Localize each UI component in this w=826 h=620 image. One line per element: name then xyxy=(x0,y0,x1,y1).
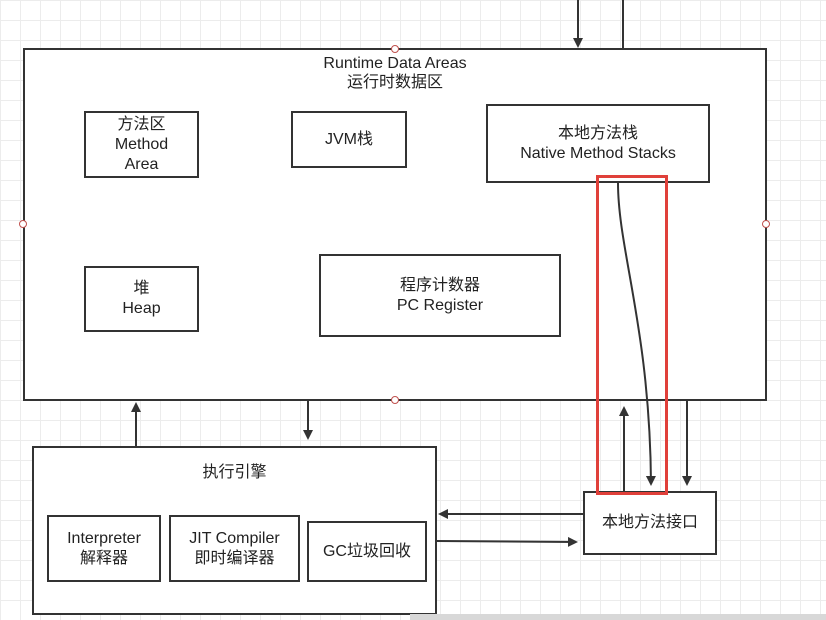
gc-box[interactable]: GC垃圾回收 xyxy=(307,521,427,582)
resize-handle-top[interactable] xyxy=(391,45,399,53)
native-method-interface-box[interactable]: 本地方法接口 xyxy=(583,491,717,555)
resize-handle-right[interactable] xyxy=(762,220,770,228)
jit-compiler-label-zh: 即时编译器 xyxy=(194,549,275,567)
method-area-label-zh: 方法区 xyxy=(117,115,166,133)
method-area-label-en-1: Method xyxy=(114,135,169,153)
jit-compiler-label-en: JIT Compiler xyxy=(189,529,280,547)
native-method-interface-label: 本地方法接口 xyxy=(601,514,698,531)
jvm-stack-label: JVM栈 xyxy=(324,130,373,148)
pc-register-label-en: PC Register xyxy=(396,296,484,314)
heap-label-zh: 堆 xyxy=(133,280,150,297)
interpreter-box[interactable]: Interpreter 解释器 xyxy=(47,515,161,582)
interpreter-label-zh: 解释器 xyxy=(79,549,128,567)
runtime-data-areas-title: Runtime Data Areas 运行时数据区 xyxy=(23,54,767,92)
pc-register-label-zh: 程序计数器 xyxy=(399,276,480,294)
resize-handle-left[interactable] xyxy=(19,220,27,228)
native-method-stacks-box[interactable]: 本地方法栈 Native Method Stacks xyxy=(486,104,710,183)
native-method-stacks-label-en: Native Method Stacks xyxy=(520,144,676,162)
pc-register-box[interactable]: 程序计数器 PC Register xyxy=(319,254,561,337)
execution-engine-title: 执行引擎 xyxy=(202,464,267,481)
horizontal-scrollbar[interactable] xyxy=(410,614,826,620)
stacks-to-interface-curve xyxy=(617,182,656,486)
gc-label: GC垃圾回收 xyxy=(322,542,411,560)
heap-label-en: Heap xyxy=(122,300,161,317)
jit-compiler-box[interactable]: JIT Compiler 即时编译器 xyxy=(169,515,300,582)
runtime-data-areas-title-en: Runtime Data Areas xyxy=(323,55,467,72)
method-area-label-en-2: Area xyxy=(124,155,159,173)
highlight-rectangle xyxy=(596,175,668,495)
runtime-data-areas-title-zh: 运行时数据区 xyxy=(346,74,443,91)
interpreter-label-en: Interpreter xyxy=(67,529,141,547)
jvm-stack-box[interactable]: JVM栈 xyxy=(291,111,407,168)
native-method-stacks-label-zh: 本地方法栈 xyxy=(557,124,638,142)
heap-box[interactable]: 堆 Heap xyxy=(84,266,199,332)
engine-to-interface-arrow xyxy=(436,536,578,547)
method-area-box[interactable]: 方法区 Method Area xyxy=(84,111,199,178)
resize-handle-bottom[interactable] xyxy=(391,396,399,404)
